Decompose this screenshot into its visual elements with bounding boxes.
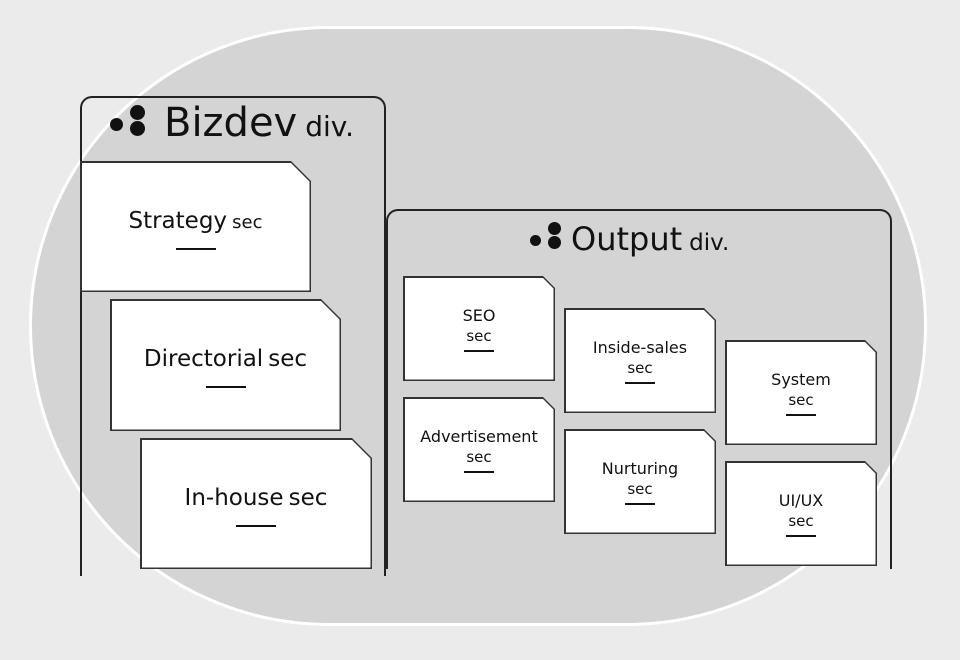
section-suffix: sec <box>788 390 814 409</box>
section-name: In-house <box>184 484 284 511</box>
section-card-in-house: In-house sec <box>140 438 372 569</box>
dots-icon <box>530 220 563 250</box>
section-suffix: sec <box>232 211 263 233</box>
section-name: Nurturing <box>601 458 679 478</box>
bizdev-name: Bizdev <box>164 100 298 146</box>
underline <box>464 350 494 352</box>
section-suffix: sec <box>788 511 814 530</box>
section-name: UI/UX <box>778 490 824 510</box>
output-suffix: div. <box>689 230 730 256</box>
output-name: Output <box>571 220 683 258</box>
section-suffix: sec <box>627 479 653 498</box>
section-name: Inside-sales <box>592 337 688 357</box>
section-name: System <box>771 369 831 389</box>
underline <box>786 535 816 537</box>
underline <box>625 382 655 384</box>
underline <box>176 248 216 250</box>
section-suffix: sec <box>466 447 492 466</box>
section-suffix: sec <box>627 358 653 377</box>
output-title: Output div. <box>530 220 729 258</box>
underline <box>464 471 494 473</box>
section-name: Advertisement <box>420 426 538 446</box>
bizdev-title: Bizdev div. <box>110 100 354 146</box>
underline <box>625 503 655 505</box>
underline <box>206 386 246 388</box>
underline <box>786 414 816 416</box>
section-card-directorial: Directorial sec <box>110 299 341 431</box>
bizdev-suffix: div. <box>305 110 355 143</box>
section-name: SEO <box>462 305 496 325</box>
section-suffix: sec <box>288 484 328 511</box>
dots-icon <box>110 102 148 136</box>
underline <box>236 525 276 527</box>
section-name: Strategy <box>128 207 228 234</box>
section-suffix: sec <box>466 326 492 345</box>
bizdev-division <box>80 96 386 576</box>
section-suffix: sec <box>268 346 308 372</box>
section-card-strategy: Strategy sec <box>80 161 311 292</box>
output-division <box>386 209 892 569</box>
section-name: Directorial <box>143 346 264 372</box>
